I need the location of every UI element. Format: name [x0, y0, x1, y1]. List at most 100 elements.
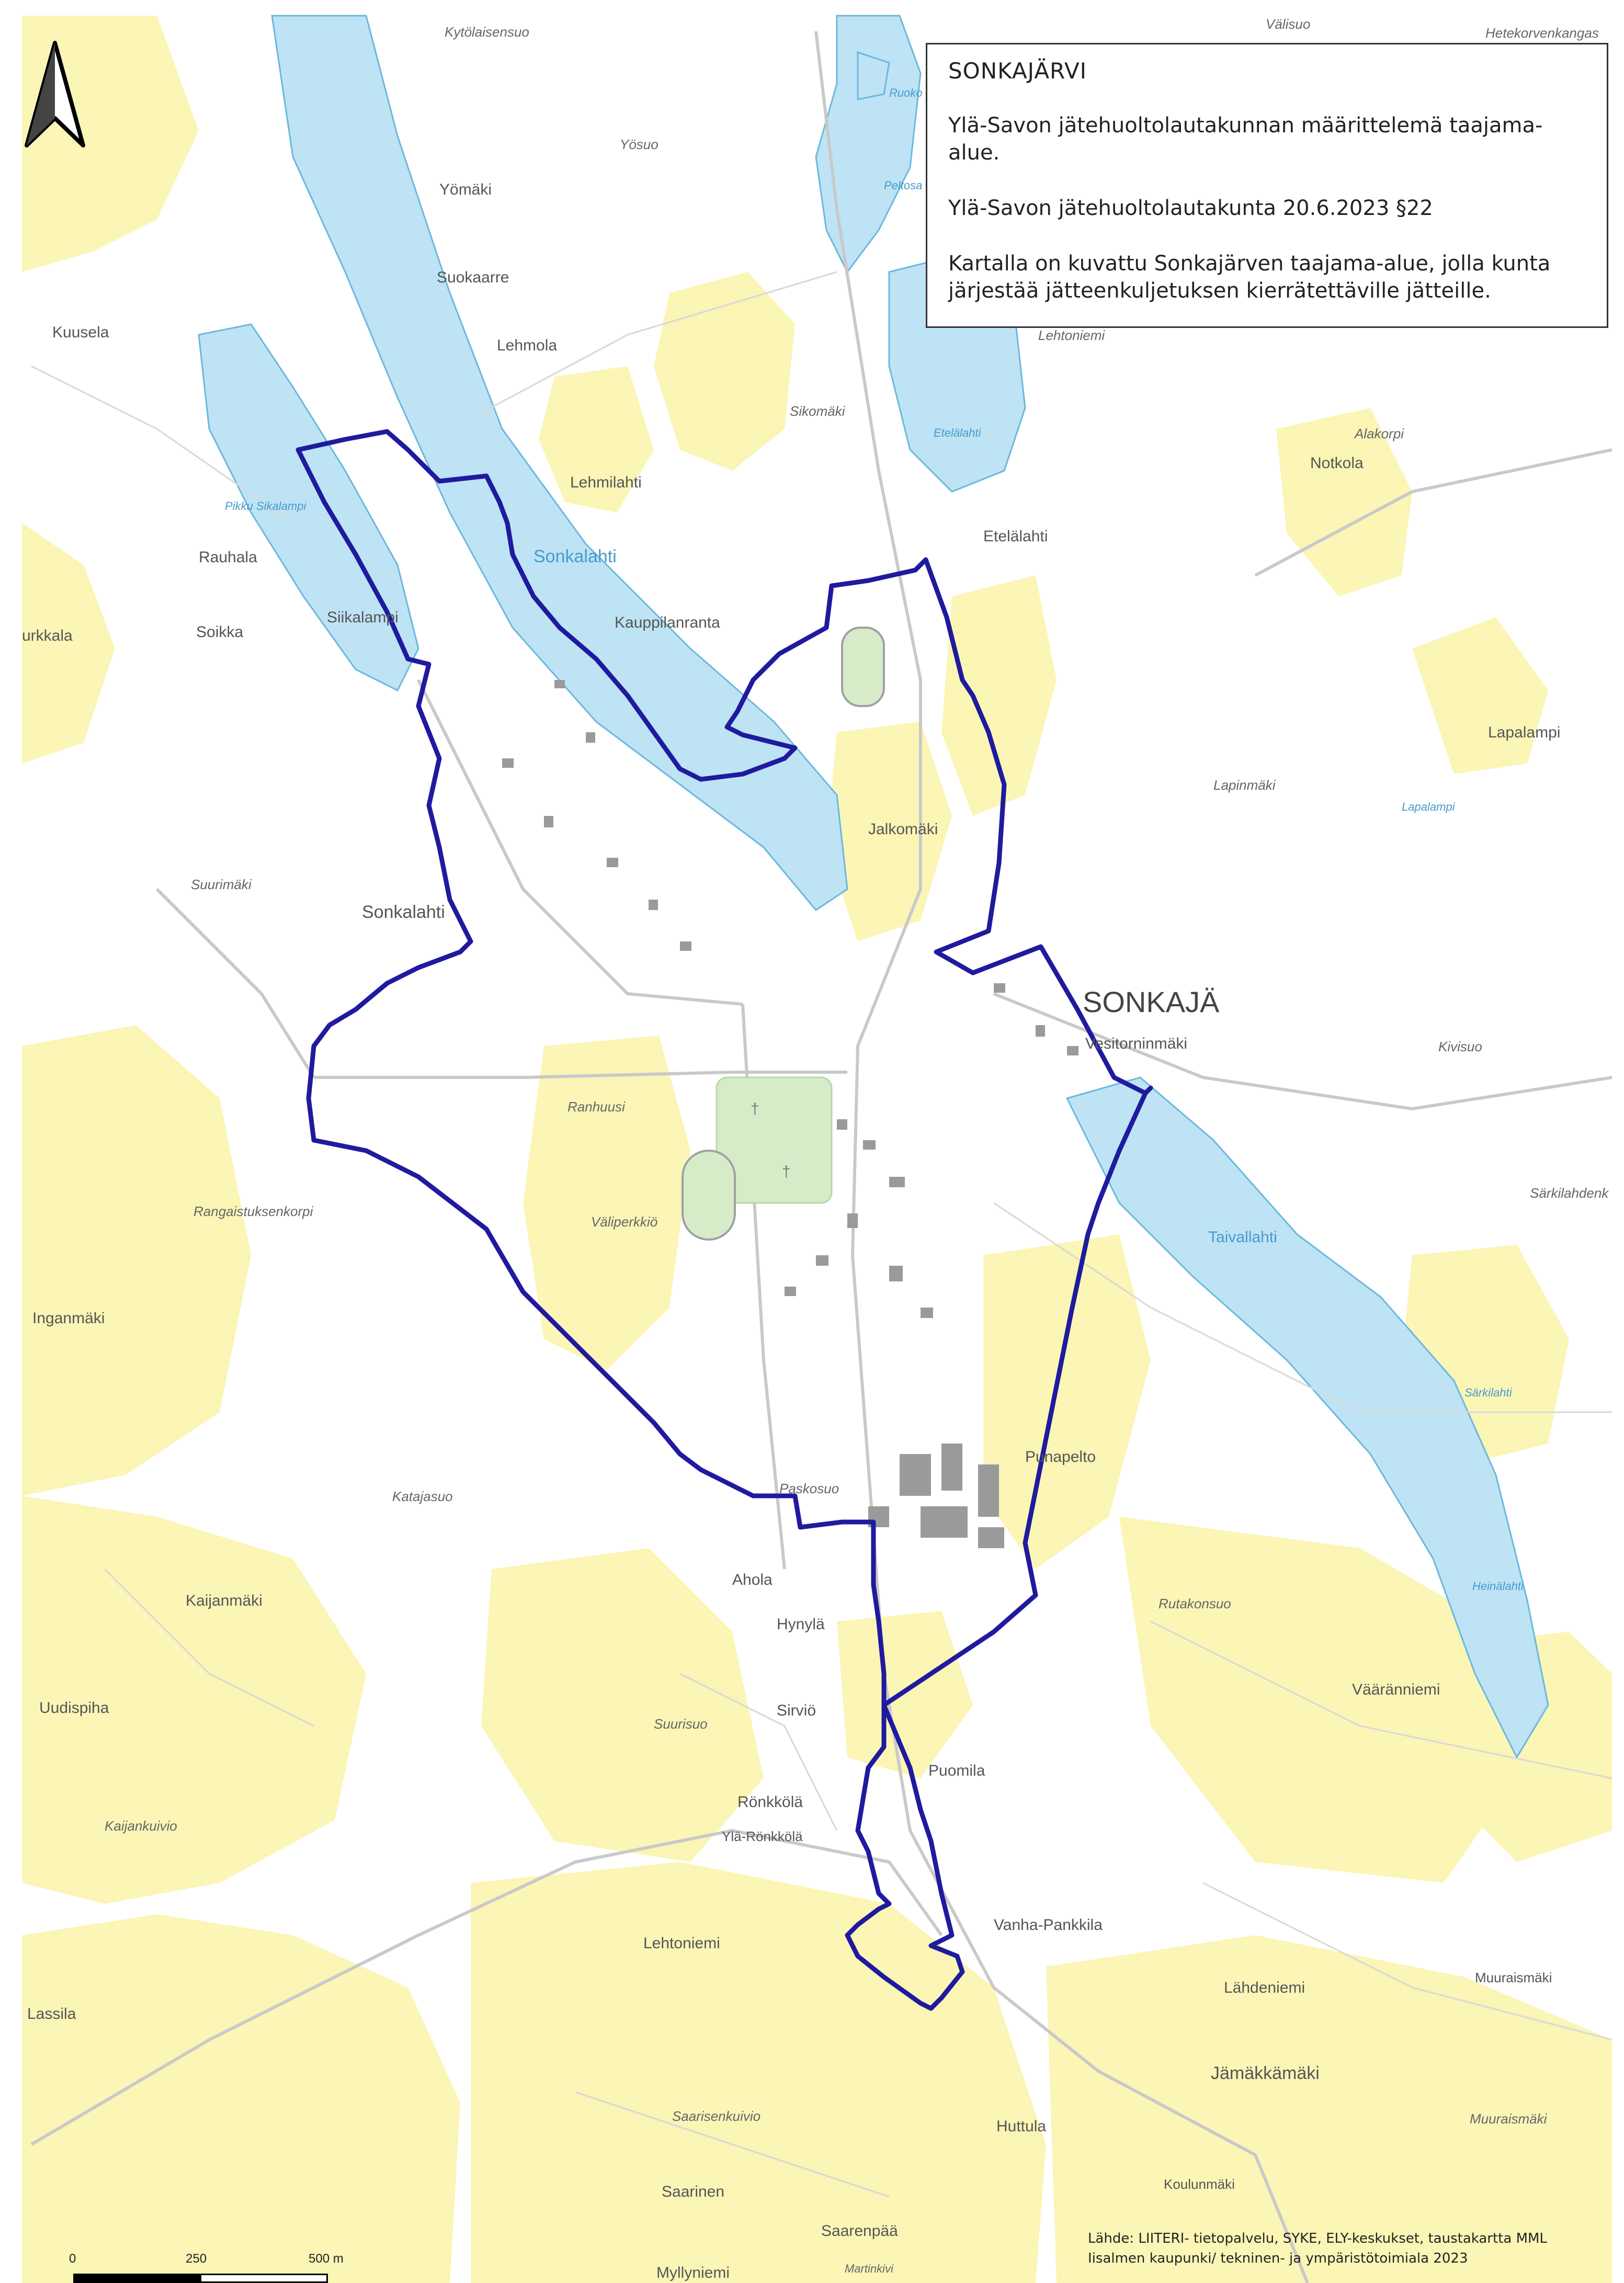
label-lahdeniemi: Lähdeniemi [1224, 1979, 1305, 1996]
label-vesitorninmaki: Vesitorninmäki [1085, 1035, 1187, 1052]
north-arrow-icon [25, 41, 85, 147]
map-info-box: SONKAJÄRVI Ylä-Savon jätehuoltolautakunn… [926, 43, 1608, 328]
field-areas [22, 16, 1612, 2283]
scale-bar: 0 250 500 m [63, 2252, 387, 2283]
label-paskosuo: Paskosuo [779, 1481, 839, 1496]
label-sirvio: Sirviö [777, 1702, 816, 1719]
label-ruokolampi: Ruoko [889, 86, 923, 99]
label-vaaranniemi: Vääränniemi [1352, 1681, 1440, 1698]
label-sonkalahti: Sonkalahti [362, 902, 445, 922]
lake-sonkalahti [271, 15, 848, 911]
credits-source: Lähde: LIITERI- tietopalvelu, SYKE, ELY-… [1088, 2231, 1547, 2246]
label-etelalahti-lake: Etelälahti [934, 426, 982, 439]
minor-roads [31, 271, 1612, 2198]
label-saarenpaa: Saarenpää [821, 2222, 898, 2240]
label-siikalampi: Siikalampi [327, 609, 399, 626]
cemetery: † † [716, 1076, 833, 1204]
lake-pikku-siikalampi [198, 323, 419, 692]
info-description: Kartalla on kuvattu Sonkajärven taajama-… [948, 252, 1551, 303]
label-vanha-pankkila: Vanha-Pankkila [994, 1916, 1103, 1934]
scale-segment-white [200, 2274, 328, 2283]
sports-field-north [841, 627, 885, 707]
sports-track [682, 1150, 736, 1241]
svg-text:†: † [751, 1100, 759, 1118]
scale-label-250: 250 [186, 2252, 207, 2266]
label-lehmola: Lehmola [497, 337, 557, 354]
label-urkkala: urkkala [22, 627, 73, 644]
label-valiperkkio: Väliperkkiö [591, 1214, 657, 1230]
label-sikomaki: Sikomäki [790, 403, 846, 419]
label-hetekorvenkangas: Hetekorvenkangas [1485, 25, 1599, 41]
label-lehtoniemi-n: Lehtoniemi [1038, 327, 1105, 343]
town-label: SONKAJÄ [1083, 985, 1220, 1018]
label-pikku-sikalampi: Pikku Sikalampi [225, 499, 306, 513]
label-kauppilanranta: Kauppilanranta [615, 614, 720, 631]
label-alakorpi: Alakorpi [1354, 426, 1404, 441]
label-jalkomaki: Jalkomäki [868, 821, 938, 838]
label-martinkivi: Martinkivi [845, 2262, 894, 2275]
label-lehtoniemi: Lehtoniemi [643, 1935, 720, 1952]
label-yosuo: Yösuo [620, 137, 658, 152]
label-myllyniemi: Myllyniemi [656, 2264, 730, 2281]
label-sarkilahti: Särkilahti [1464, 1386, 1513, 1399]
label-ronkkola: Rönkkölä [737, 1793, 803, 1811]
label-ranhuusi: Ranhuusi [567, 1099, 626, 1115]
label-muuraismaki: Muuraismäki [1475, 1970, 1552, 1985]
map-credits: Lähde: LIITERI- tietopalvelu, SYKE, ELY-… [1088, 2229, 1611, 2268]
label-koulunmaki: Koulunmäki [1164, 2176, 1235, 2192]
label-rutakonsuo: Rutakonsuo [1159, 1596, 1231, 1611]
label-kaijankuivio: Kaijankuivio [105, 1818, 177, 1834]
label-uudispiha: Uudispiha [39, 1699, 109, 1717]
label-lapalampi: Lapalampi [1488, 724, 1560, 741]
label-yomaki: Yömäki [439, 181, 492, 198]
lake-taivallahti [1065, 1076, 1549, 1759]
label-sonkalahti-lake: Sonkalahti [533, 547, 617, 566]
label-notkola: Notkola [1310, 455, 1364, 472]
scale-label-500: 500 m [309, 2252, 344, 2266]
label-inganmaki: Inganmäki [32, 1310, 105, 1327]
label-etelalahti: Etelälahti [983, 528, 1048, 545]
label-rauhala: Rauhala [199, 549, 257, 566]
label-punapelto: Punapelto [1025, 1448, 1096, 1466]
label-hynyla: Hynylä [777, 1616, 825, 1633]
label-taivallahti: Taivallahti [1208, 1229, 1277, 1246]
label-peltosalmi: Peltosa [884, 179, 922, 192]
label-lehmilahti: Lehmilahti [570, 474, 642, 491]
lake-north [857, 51, 890, 100]
label-ahola: Ahola [732, 1571, 773, 1588]
scale-segment-black [73, 2274, 201, 2283]
label-huttula: Huttula [996, 2118, 1046, 2135]
roads [30, 31, 1612, 2283]
label-jamakkamaki: Jämäkkämäki [1211, 2063, 1320, 2083]
credits-author: Iisalmen kaupunki/ tekninen- ja ympärist… [1088, 2250, 1468, 2266]
urban-area-boundary [296, 429, 1153, 2011]
label-katajasuo: Katajasuo [392, 1489, 453, 1504]
label-kytolaisensuo: Kytölaisensuo [445, 24, 529, 40]
label-kuusela: Kuusela [52, 324, 109, 341]
place-labels: Kytölaisensuo Välisuo Hetekorvenkangas Y… [22, 16, 1609, 2281]
label-yla-ronkkola: Ylä-Rönkkölä [722, 1828, 803, 1844]
label-suokaarre: Suokaarre [437, 269, 509, 286]
label-soikka: Soikka [196, 623, 243, 641]
label-saarisenkuivio: Saarisenkuivio [672, 2108, 760, 2124]
label-saarinen: Saarinen [662, 2183, 724, 2200]
label-lapinmaki: Lapinmäki [1213, 777, 1276, 793]
label-kaijanmaki: Kaijanmäki [186, 1592, 263, 1609]
label-lapalampi-lake: Lapalampi [1402, 800, 1456, 813]
label-rangaistuksenkorpi: Rangaistuksenkorpi [194, 1203, 314, 1219]
label-lassila: Lassila [27, 2005, 76, 2023]
label-heinalahti: Heinälahti [1472, 1580, 1524, 1593]
label-puomila: Puomila [928, 1762, 985, 1779]
label-suurimaki: Suurimäki [191, 877, 252, 892]
label-suurisuo: Suurisuo [654, 1716, 708, 1732]
label-muuraismaki-s: Muuraismäki [1470, 2111, 1548, 2127]
label-kivisuo: Kivisuo [1438, 1039, 1482, 1054]
map-title: SONKAJÄRVI [948, 58, 1087, 84]
label-valisuo: Välisuo [1266, 16, 1310, 32]
scale-label-0: 0 [69, 2252, 76, 2266]
label-sarkilahdenk: Särkilahdenk [1530, 1185, 1609, 1201]
info-definition: Ylä-Savon jätehuoltolautakunnan määritte… [948, 113, 1543, 165]
info-decision: Ylä-Savon jätehuoltolautakunta 20.6.2023… [948, 196, 1433, 220]
svg-text:†: † [782, 1163, 791, 1180]
